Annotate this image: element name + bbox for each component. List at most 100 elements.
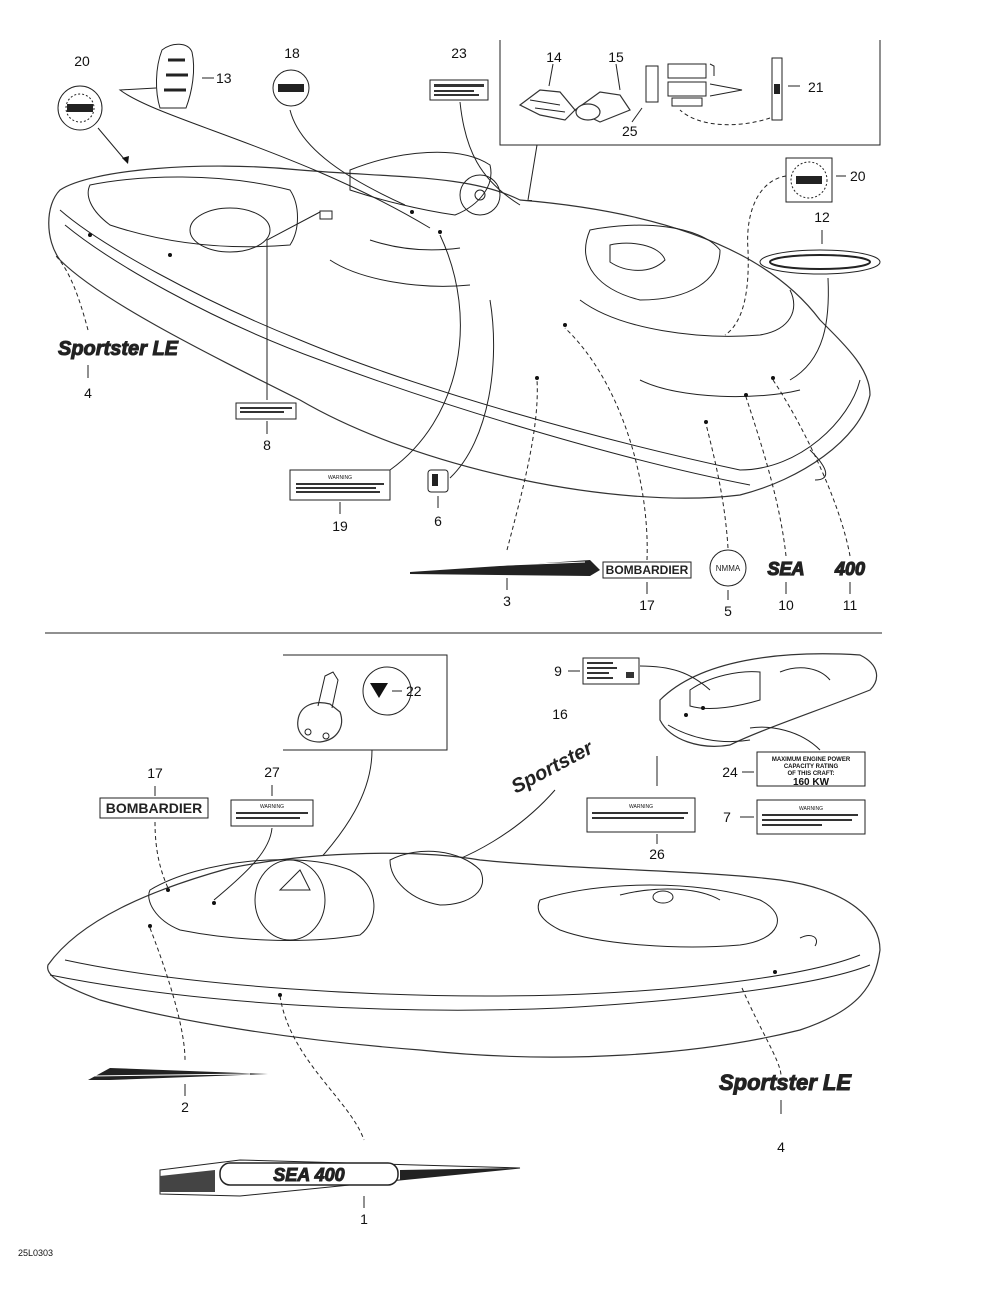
callout-24: 24: [722, 764, 738, 780]
callout-2: 2: [181, 1099, 189, 1115]
boat-top-view: [48, 151, 871, 499]
callout-19: 19: [332, 518, 348, 534]
leader-11-to-boat: [772, 379, 851, 557]
callout-12: 12: [814, 209, 830, 225]
boat-rear-view: [659, 653, 878, 747]
triangle-symbol-22: [370, 683, 388, 698]
leader-8: [266, 211, 321, 400]
callout-15: 15: [608, 49, 624, 65]
callout-5: 5: [724, 603, 732, 619]
warning-label-26-title: WARNING: [629, 804, 653, 810]
leader-23: [459, 101, 521, 206]
num-400-decal-11: 400: [834, 559, 865, 579]
warning-label-19-title: WARNING: [328, 475, 352, 481]
callout-13: 13: [216, 70, 232, 86]
leader-9: [639, 665, 711, 691]
warning-label-decal-19: WARNING: [289, 469, 391, 501]
callout-22: 22: [406, 683, 422, 699]
sea-400-decal-1: SEA 400: [159, 1159, 521, 1197]
warning-label-decal-27: WARNING: [230, 799, 314, 827]
callout-16: 16: [552, 706, 568, 722]
leader-1-to-boat: [279, 995, 365, 1141]
warning-label-decal-7: WARNING: [756, 799, 866, 835]
label-decal-23: [429, 79, 489, 101]
callout-6: 6: [434, 513, 442, 529]
callout-10: 10: [778, 597, 794, 613]
callout-23: 23: [451, 45, 467, 61]
nmma-text-5: NMMA: [716, 564, 741, 573]
leader-14: [548, 63, 554, 87]
sportster-le-decal-4a: Sportster LE: [58, 338, 179, 360]
callout-17b: 17: [147, 765, 163, 781]
callout-8: 8: [263, 437, 271, 453]
bombardier-text-17a: BOMBARDIER: [606, 563, 689, 577]
bombardier-decal-17b: BOMBARDIER: [99, 797, 209, 819]
warning-label-decal-26: WARNING: [586, 797, 696, 833]
triangle-symbol-circle-22: [362, 666, 412, 716]
leader-20a: [97, 127, 126, 161]
rating-value: 160 KW: [793, 777, 830, 788]
leader-15: [615, 63, 621, 91]
rating-line2: CAPACITY RATING: [784, 764, 839, 770]
leader-25: [631, 107, 643, 123]
callout-11: 11: [843, 597, 858, 613]
seat-emblem-decal-13: [156, 43, 195, 109]
leader-4a-to-boat: [54, 254, 89, 331]
inset-box-top: [499, 40, 881, 146]
callout-20a: 20: [74, 53, 90, 69]
bombardier-decal-17a: BOMBARDIER: [602, 561, 692, 579]
label-decal-9: [582, 657, 640, 685]
leader-18: [289, 109, 406, 206]
leader-3-to-boat: [506, 379, 538, 551]
throttle-lever-part: [297, 671, 343, 743]
callout-26: 26: [649, 846, 665, 862]
stripe-decal-3: [410, 560, 600, 576]
leader-5-to-boat: [705, 423, 729, 549]
rating-line3: OF THIS CRAFT:: [788, 771, 835, 777]
small-icon-decal-6: [427, 469, 449, 493]
callout-14: 14: [546, 49, 562, 65]
callout-18: 18: [284, 45, 300, 61]
rating-label-decal-24: MAXIMUM ENGINE POWER CAPACITY RATING OF …: [756, 751, 866, 788]
leader-27: [213, 827, 273, 901]
inset-box-bottom: [283, 654, 448, 751]
round-logo-decal-20a: [57, 85, 103, 131]
boat-side-view: [47, 850, 881, 1058]
callout-9: 9: [554, 663, 562, 679]
oval-badge-decal-12: [759, 249, 881, 275]
sea-400-text: SEA 400: [273, 1165, 344, 1185]
bombardier-text-17b: BOMBARDIER: [106, 800, 202, 816]
sportster-decal-16: Sportster: [508, 737, 598, 799]
leader-10-to-boat: [745, 396, 787, 557]
callout-21: 21: [808, 79, 824, 95]
leader-4b-to-boat: [741, 987, 782, 1076]
callout-4a: 4: [84, 385, 92, 401]
nmma-decal-5: NMMA: [709, 549, 747, 587]
figure-code: 25L0303: [18, 1248, 53, 1258]
round-logo-decal-18: [272, 69, 310, 107]
stripe-decal-2: [88, 1068, 268, 1080]
warning-label-7-title: WARNING: [799, 806, 823, 812]
arrow-20a: [122, 156, 129, 164]
leader-19: [389, 234, 461, 471]
callout-20b: 20: [850, 168, 866, 184]
sportster-le-decal-4b: Sportster LE: [719, 1070, 852, 1095]
leader-inset-top: [527, 144, 538, 201]
callout-25: 25: [622, 123, 638, 139]
leader-17a-to-boat: [564, 327, 648, 561]
leader-13-to-boat: [118, 87, 431, 229]
leader-20b-to-boat: [724, 175, 787, 336]
warning-label-27-title: WARNING: [260, 804, 284, 810]
inset-parts-top: [518, 57, 783, 126]
leader-17b: [154, 821, 169, 889]
callout-17a: 17: [639, 597, 655, 613]
label-decal-8: [235, 402, 297, 420]
leader-2-to-boat: [149, 927, 186, 1061]
leader-6: [449, 299, 495, 479]
sea-decal-10: SEA: [767, 559, 804, 579]
leader-12: [789, 277, 829, 381]
rating-line1: MAXIMUM ENGINE POWER: [772, 757, 851, 763]
round-logo-decal-20b: [785, 157, 833, 203]
leader-24: [749, 726, 821, 751]
